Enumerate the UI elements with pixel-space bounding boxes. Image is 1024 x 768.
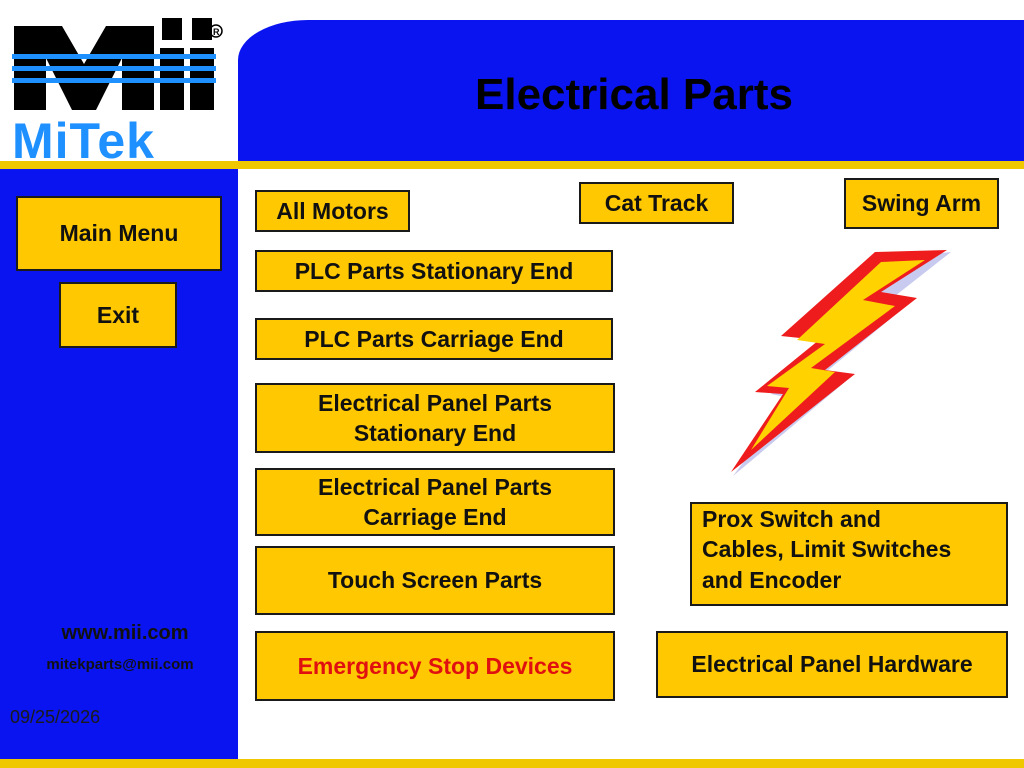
header-band (238, 20, 1024, 162)
all-motors-button[interactable]: All Motors (255, 190, 410, 232)
button-line: and Encoder (702, 566, 842, 593)
button-line: Electrical Panel Parts (318, 389, 552, 416)
mitek-wordmark: MiTek (12, 113, 155, 169)
lightning-bolt-icon (725, 248, 955, 478)
emergency-stop-devices-button[interactable]: Emergency Stop Devices (255, 631, 615, 701)
date-label: 09/25/2026 (10, 707, 101, 727)
svg-text:R: R (213, 27, 220, 37)
electrical-panel-stationary-end-button[interactable]: Electrical Panel Parts Stationary End (255, 383, 615, 453)
page-title: Electrical Parts (475, 70, 793, 119)
button-line: Carriage End (363, 504, 507, 530)
prox-switch-cables-encoder-button[interactable]: Prox Switch and Cables, Limit Switches a… (690, 502, 1008, 606)
website-link[interactable]: www.mii.com (61, 622, 189, 644)
plc-parts-carriage-end-button[interactable]: PLC Parts Carriage End (255, 318, 613, 360)
electrical-panel-carriage-end-button[interactable]: Electrical Panel Parts Carriage End (255, 468, 615, 536)
button-line: Prox Switch and (702, 506, 881, 532)
electrical-panel-hardware-button[interactable]: Electrical Panel Hardware (656, 631, 1008, 698)
main-menu-button[interactable]: Main Menu (16, 196, 222, 271)
email-link[interactable]: mitekparts@mii.com (46, 656, 194, 673)
button-line: Stationary End (353, 420, 517, 446)
touch-screen-parts-button[interactable]: Touch Screen Parts (255, 546, 615, 615)
mii-logo-icon: R MiTek (12, 14, 227, 169)
swing-arm-button[interactable]: Swing Arm (844, 178, 999, 229)
footer-divider (0, 759, 1024, 768)
plc-parts-stationary-end-button[interactable]: PLC Parts Stationary End (255, 250, 613, 292)
button-line: Electrical Panel Parts (318, 473, 552, 500)
cat-track-button[interactable]: Cat Track (579, 182, 734, 224)
header-divider (0, 161, 1024, 169)
button-line: Cables, Limit Switches (702, 536, 952, 563)
exit-button[interactable]: Exit (59, 282, 177, 348)
